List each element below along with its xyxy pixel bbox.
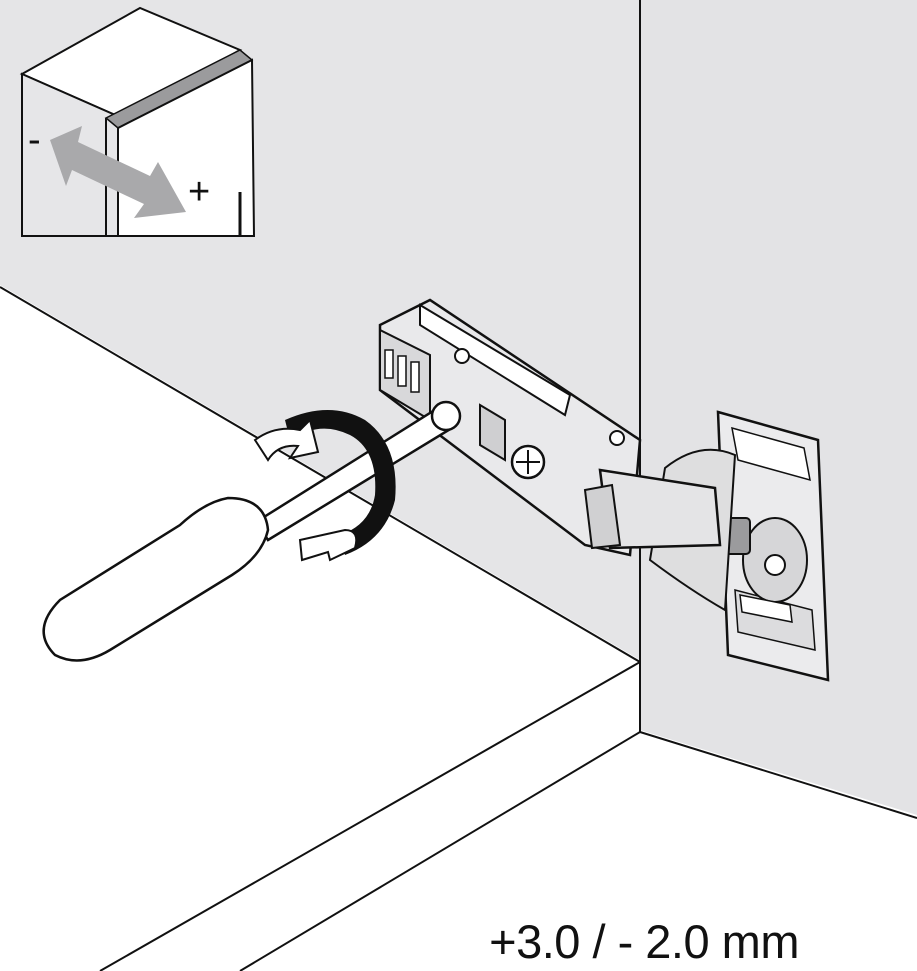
- adjustment-range-label: +3.0 / - 2.0 mm: [489, 915, 799, 968]
- rotate-arrow-bottom: [298, 528, 358, 562]
- inset-plus-sign: +: [188, 171, 210, 213]
- right-wall: [640, 0, 917, 815]
- floor-edge-right: [639, 731, 917, 819]
- inset-minus-sign: -: [28, 119, 41, 161]
- inset-double-arrow: [50, 126, 186, 218]
- screwdriver-handle: [42, 496, 270, 662]
- floor-edge-left: [0, 286, 641, 663]
- shelf-front-edge: [99, 661, 641, 971]
- rotation-indicator: [253, 410, 396, 562]
- floor-edge-front: [239, 731, 641, 971]
- rotate-arrow-top: [253, 418, 320, 462]
- mounting-plate: [716, 410, 830, 682]
- door-adjustment-inset: - +: [19, 6, 256, 237]
- screwdriver: [42, 400, 462, 662]
